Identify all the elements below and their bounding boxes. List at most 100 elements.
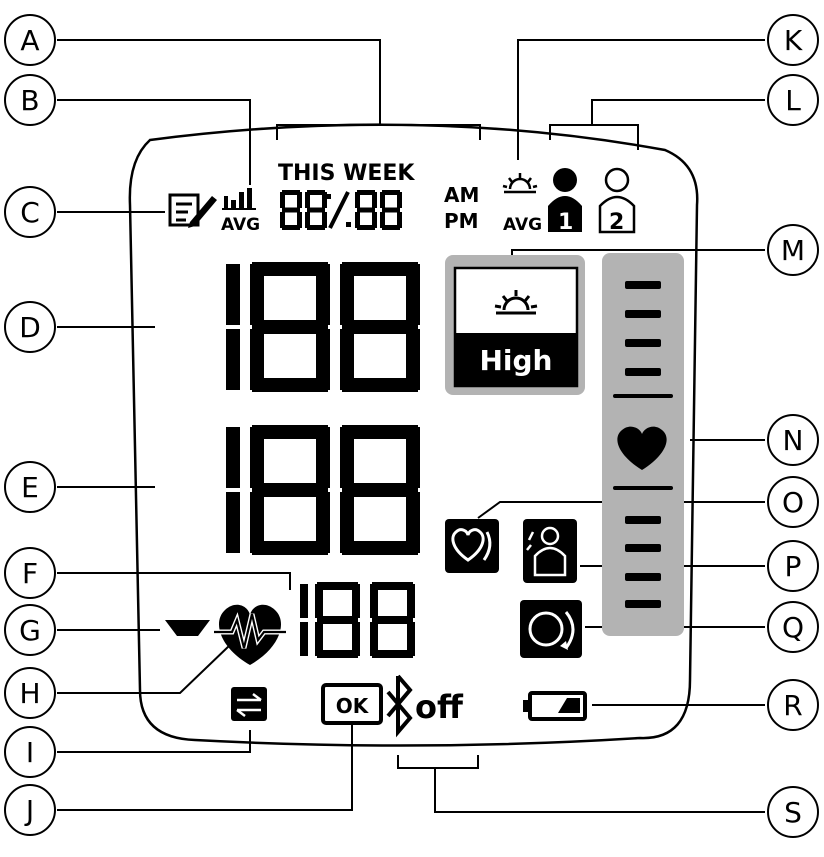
segment [305, 192, 310, 208]
segment [305, 212, 310, 228]
segment [226, 492, 240, 553]
scale-ticks [613, 281, 673, 608]
callout-j: J [4, 784, 56, 836]
date-separator [326, 191, 351, 229]
segment [252, 262, 328, 276]
segment [342, 541, 418, 555]
segment [342, 425, 418, 439]
scale-tick [625, 368, 661, 376]
svg-text:N: N [783, 424, 804, 457]
user-1-number: 1 [558, 210, 573, 235]
systolic-digit-1 [226, 264, 240, 390]
battery-icon [523, 691, 587, 721]
pulse-digit [370, 582, 415, 658]
body-movement-icon [523, 519, 577, 583]
segment [357, 207, 375, 213]
scale-tick [625, 281, 661, 289]
callout-r: R [767, 679, 819, 731]
seven-segment-digits [226, 190, 420, 658]
pm-label: PM [444, 209, 479, 233]
segment [252, 483, 328, 497]
segment [226, 329, 240, 390]
segment [407, 622, 415, 656]
segment [307, 190, 325, 195]
segment [282, 225, 300, 230]
ok-icon: OK [321, 683, 383, 725]
segment [282, 207, 300, 213]
display-outline [128, 123, 699, 747]
segment [322, 192, 327, 208]
pulse-digit [315, 582, 360, 658]
callout-e: E [4, 461, 56, 513]
segment [316, 492, 330, 553]
segment [380, 192, 385, 208]
segment [355, 192, 360, 208]
pressure-scale-bar [602, 253, 684, 636]
heartbeat-icon [214, 604, 286, 665]
sunrise-icon [494, 290, 538, 315]
transfer-icon [231, 687, 267, 721]
svg-text:R: R [783, 689, 802, 722]
segment [382, 190, 400, 195]
segment [252, 541, 328, 555]
segment [372, 616, 413, 624]
svg-text:Q: Q [782, 611, 804, 644]
segment [372, 650, 413, 658]
segment [226, 427, 240, 488]
callout-n: N [767, 414, 819, 466]
segment [340, 329, 354, 390]
segment [370, 622, 378, 656]
memo-icon [168, 193, 217, 228]
callout-g: G [4, 604, 56, 656]
diastolic-digit [250, 425, 330, 555]
segment [250, 264, 264, 325]
callout-c: C [4, 186, 56, 238]
callout-o: O [767, 476, 819, 528]
segment [250, 492, 264, 553]
segment [352, 584, 360, 618]
svg-text:G: G [19, 614, 41, 647]
callout-s: S [767, 786, 819, 838]
svg-text:I: I [26, 736, 34, 769]
date-digit [305, 190, 327, 230]
avg-label-b: AVG [221, 215, 260, 235]
segment [342, 320, 418, 334]
svg-text:C: C [20, 196, 40, 229]
svg-text:K: K [784, 24, 803, 57]
segment [280, 212, 285, 228]
scale-tick [625, 600, 661, 608]
segment [382, 207, 400, 213]
segment [316, 427, 330, 488]
scale-tick [613, 394, 673, 398]
date-digit [355, 190, 377, 230]
segment [250, 329, 264, 390]
segment [382, 225, 400, 230]
ok-label: OK [336, 694, 370, 718]
segment [282, 190, 300, 195]
segment [370, 584, 378, 618]
date-digit [280, 190, 302, 230]
user-2-number: 2 [609, 210, 624, 235]
segment [372, 192, 377, 208]
svg-text:L: L [785, 84, 801, 117]
callout-f: F [4, 547, 56, 599]
svg-text:J: J [24, 794, 34, 827]
segment [406, 329, 420, 390]
bar-chart-icon [222, 188, 256, 210]
systolic-digit [250, 262, 330, 392]
segment [355, 212, 360, 228]
avg-label-k: AVG [503, 215, 542, 235]
segment [297, 212, 302, 228]
segment [252, 320, 328, 334]
segment [342, 378, 418, 392]
user-2-icon: 2 [598, 167, 636, 235]
segment [406, 264, 420, 325]
callout-a: A [4, 14, 56, 66]
user-1-icon: 1 [548, 168, 582, 235]
segment [340, 264, 354, 325]
this-week-label: THIS WEEK [278, 161, 415, 186]
segment [300, 584, 308, 618]
segment [252, 425, 328, 439]
callout-m: M [767, 224, 819, 276]
leader-lines [57, 39, 765, 813]
